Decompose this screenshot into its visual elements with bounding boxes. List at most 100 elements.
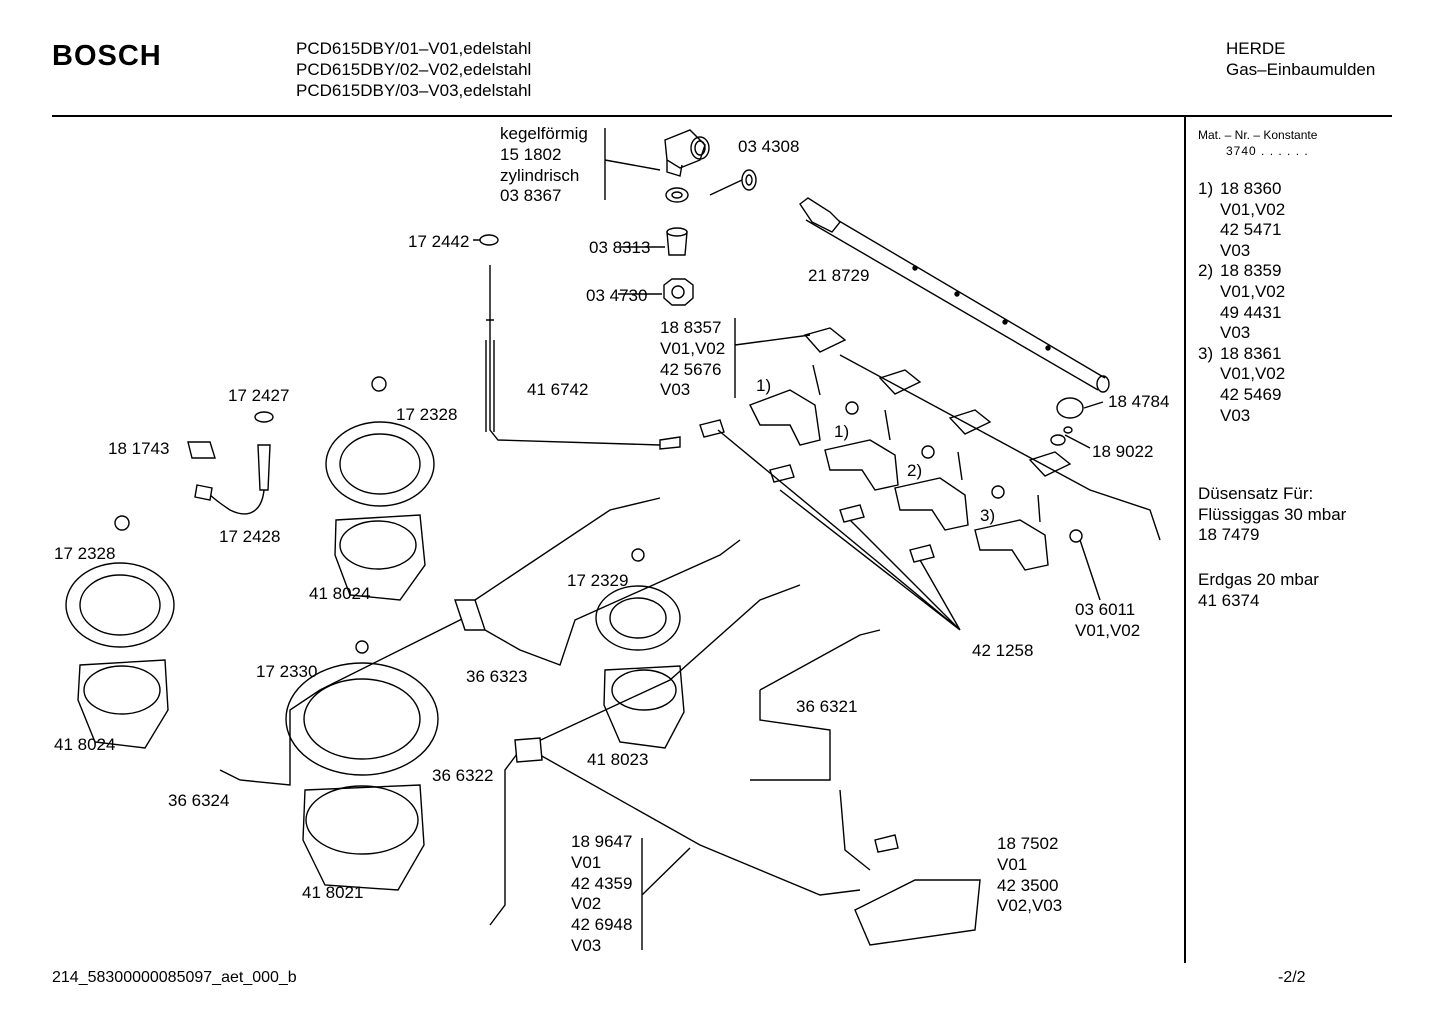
label-line: 18 9647 — [571, 832, 633, 851]
label-172328-top: 17 2328 — [396, 405, 458, 424]
label-034308: 03 4308 — [738, 137, 800, 156]
nozzle-set-block: Düsensatz Für: Flüssiggas 30 mbar 18 747… — [1198, 484, 1346, 546]
washer-034308 — [741, 169, 757, 191]
label-366323: 36 6323 — [466, 667, 528, 686]
header-rule — [52, 115, 1392, 117]
label-172427: 17 2427 — [228, 386, 290, 405]
label-line: 15 1802 — [500, 144, 562, 164]
label-218729: 21 8729 — [808, 266, 870, 285]
label-line: 18 8357 — [660, 318, 722, 337]
label-034730: 03 4730 — [586, 286, 648, 305]
valve-mark-1b: 1) — [834, 422, 850, 441]
category-line: HERDE — [1226, 39, 1286, 58]
nozzle-line: Düsensatz Für: — [1198, 484, 1314, 504]
label-172428: 17 2428 — [219, 527, 281, 546]
model-line: PCD615DBY/02–V02,edelstahl — [296, 60, 532, 79]
gas-pipes — [219, 497, 881, 926]
group-key: 3) — [1198, 343, 1214, 363]
label-418023: 41 8023 — [587, 750, 649, 769]
nozzle-line: Flüssiggas 30 mbar — [1198, 504, 1347, 524]
label-kegel-block: kegelförmig 15 1802 zylindrisch 03 8367 — [500, 124, 588, 207]
label-line: V01 — [571, 852, 602, 872]
label-187502-block: 18 7502 V01 42 3500 V02,V03 — [997, 834, 1062, 917]
page-number: -2/2 — [1278, 969, 1306, 986]
nozzle-line: 18 7479 — [1198, 525, 1260, 545]
valve-mark-2: 2) — [907, 461, 923, 480]
label-line: V02 — [571, 894, 602, 914]
ignition-electrode — [257, 444, 271, 491]
label-line: V01,V02 — [660, 338, 726, 358]
label-line: 03 6011 — [1075, 600, 1136, 619]
group-key: 2) — [1198, 261, 1214, 281]
group-line: 18 8359 — [1220, 261, 1282, 281]
thermocouple-tube — [486, 265, 661, 446]
sidebar-divider — [1184, 117, 1186, 963]
label-038313: 03 8313 — [589, 238, 651, 257]
label-line: V03 — [660, 380, 691, 400]
group-line: V01,V02 — [1220, 281, 1286, 301]
label-line: 42 3500 — [997, 875, 1059, 895]
label-036011-block: 03 6011 V01,V02 — [1075, 600, 1140, 642]
document-id: 214_58300000085097_aet_000_b — [52, 969, 297, 986]
category-line: Gas–Einbaumulden — [1226, 60, 1376, 79]
model-list: PCD615DBY/01–V01,edelstahl PCD615DBY/02–… — [296, 38, 531, 101]
label-418021: 41 8021 — [302, 883, 364, 902]
label-418024-top: 41 8024 — [309, 584, 371, 603]
label-416742: 41 6742 — [527, 380, 589, 399]
valve-brackets — [803, 327, 1161, 541]
ignition-module — [854, 879, 981, 946]
gas-rail — [799, 197, 1110, 393]
label-366324: 36 6324 — [168, 791, 230, 810]
label-172330: 17 2330 — [256, 662, 318, 681]
sidebar-title: Mat. – Nr. – Konstante — [1198, 128, 1318, 142]
group-line: 18 8360 — [1220, 179, 1282, 198]
model-line: PCD615DBY/03–V03,edelstahl — [296, 81, 532, 100]
label-line: kegelförmig — [500, 124, 588, 143]
label-line: zylindrisch — [500, 165, 580, 185]
label-172328-left: 17 2328 — [54, 544, 116, 563]
label-line: 42 6948 — [571, 915, 633, 935]
label-line: 42 4359 — [571, 873, 633, 893]
label-366321: 36 6321 — [796, 697, 858, 716]
label-189647-block: 18 9647 V01 42 4359 V02 42 6948 V03 — [571, 832, 632, 957]
label-366322: 36 6322 — [432, 766, 494, 785]
group-line: 49 4431 — [1220, 302, 1282, 322]
sidebar-parts-list: Mat. – Nr. – Konstante 3740 . . . . . . … — [1198, 128, 1346, 611]
group-line: V03 — [1220, 240, 1251, 260]
gas-valves — [749, 364, 1049, 571]
natural-gas-line: Erdgas 20 mbar — [1198, 569, 1319, 589]
label-418024-left: 41 8024 — [54, 735, 116, 754]
brand-logo: BOSCH — [52, 40, 162, 72]
label-172329: 17 2329 — [567, 571, 629, 590]
group-line: 18 8361 — [1220, 343, 1282, 363]
label-line: 42 5676 — [660, 359, 722, 379]
valve-mark-1a: 1) — [756, 376, 772, 395]
sidebar-constant: 3740 . . . . . . — [1226, 144, 1309, 158]
label-181743: 18 1743 — [108, 439, 170, 458]
label-line: 03 8367 — [500, 186, 562, 206]
label-line: 18 7502 — [997, 834, 1059, 853]
label-172442: 17 2442 — [408, 232, 470, 251]
elbow-connector — [664, 129, 710, 177]
valve-mark-3: 3) — [980, 506, 996, 525]
label-line: V01,V02 — [1075, 620, 1141, 640]
burner-rings — [65, 421, 681, 776]
label-line: V03 — [571, 935, 602, 955]
burner-housings — [77, 514, 685, 891]
category: HERDE Gas–Einbaumulden — [1226, 38, 1375, 80]
group-line: V01,V02 — [1220, 199, 1286, 219]
nut-034730 — [663, 278, 694, 306]
washer-cone — [665, 187, 689, 203]
label-184784: 18 4784 — [1108, 392, 1170, 411]
group-line: V03 — [1220, 323, 1251, 343]
group-line: V01,V02 — [1220, 364, 1286, 384]
label-188357-block: 18 8357 V01,V02 42 5676 V03 — [660, 318, 725, 401]
washer-172442 — [479, 234, 499, 246]
group-line: 42 5469 — [1220, 384, 1282, 404]
natural-gas-line: 41 6374 — [1198, 590, 1260, 610]
label-line: V01 — [997, 854, 1028, 874]
group-key: 1) — [1198, 179, 1214, 198]
variant-group: 1)18 8360 V01,V02 42 5471 V03 2)18 8359 … — [1198, 179, 1346, 426]
model-line: PCD615DBY/01–V01,edelstahl — [296, 39, 532, 58]
